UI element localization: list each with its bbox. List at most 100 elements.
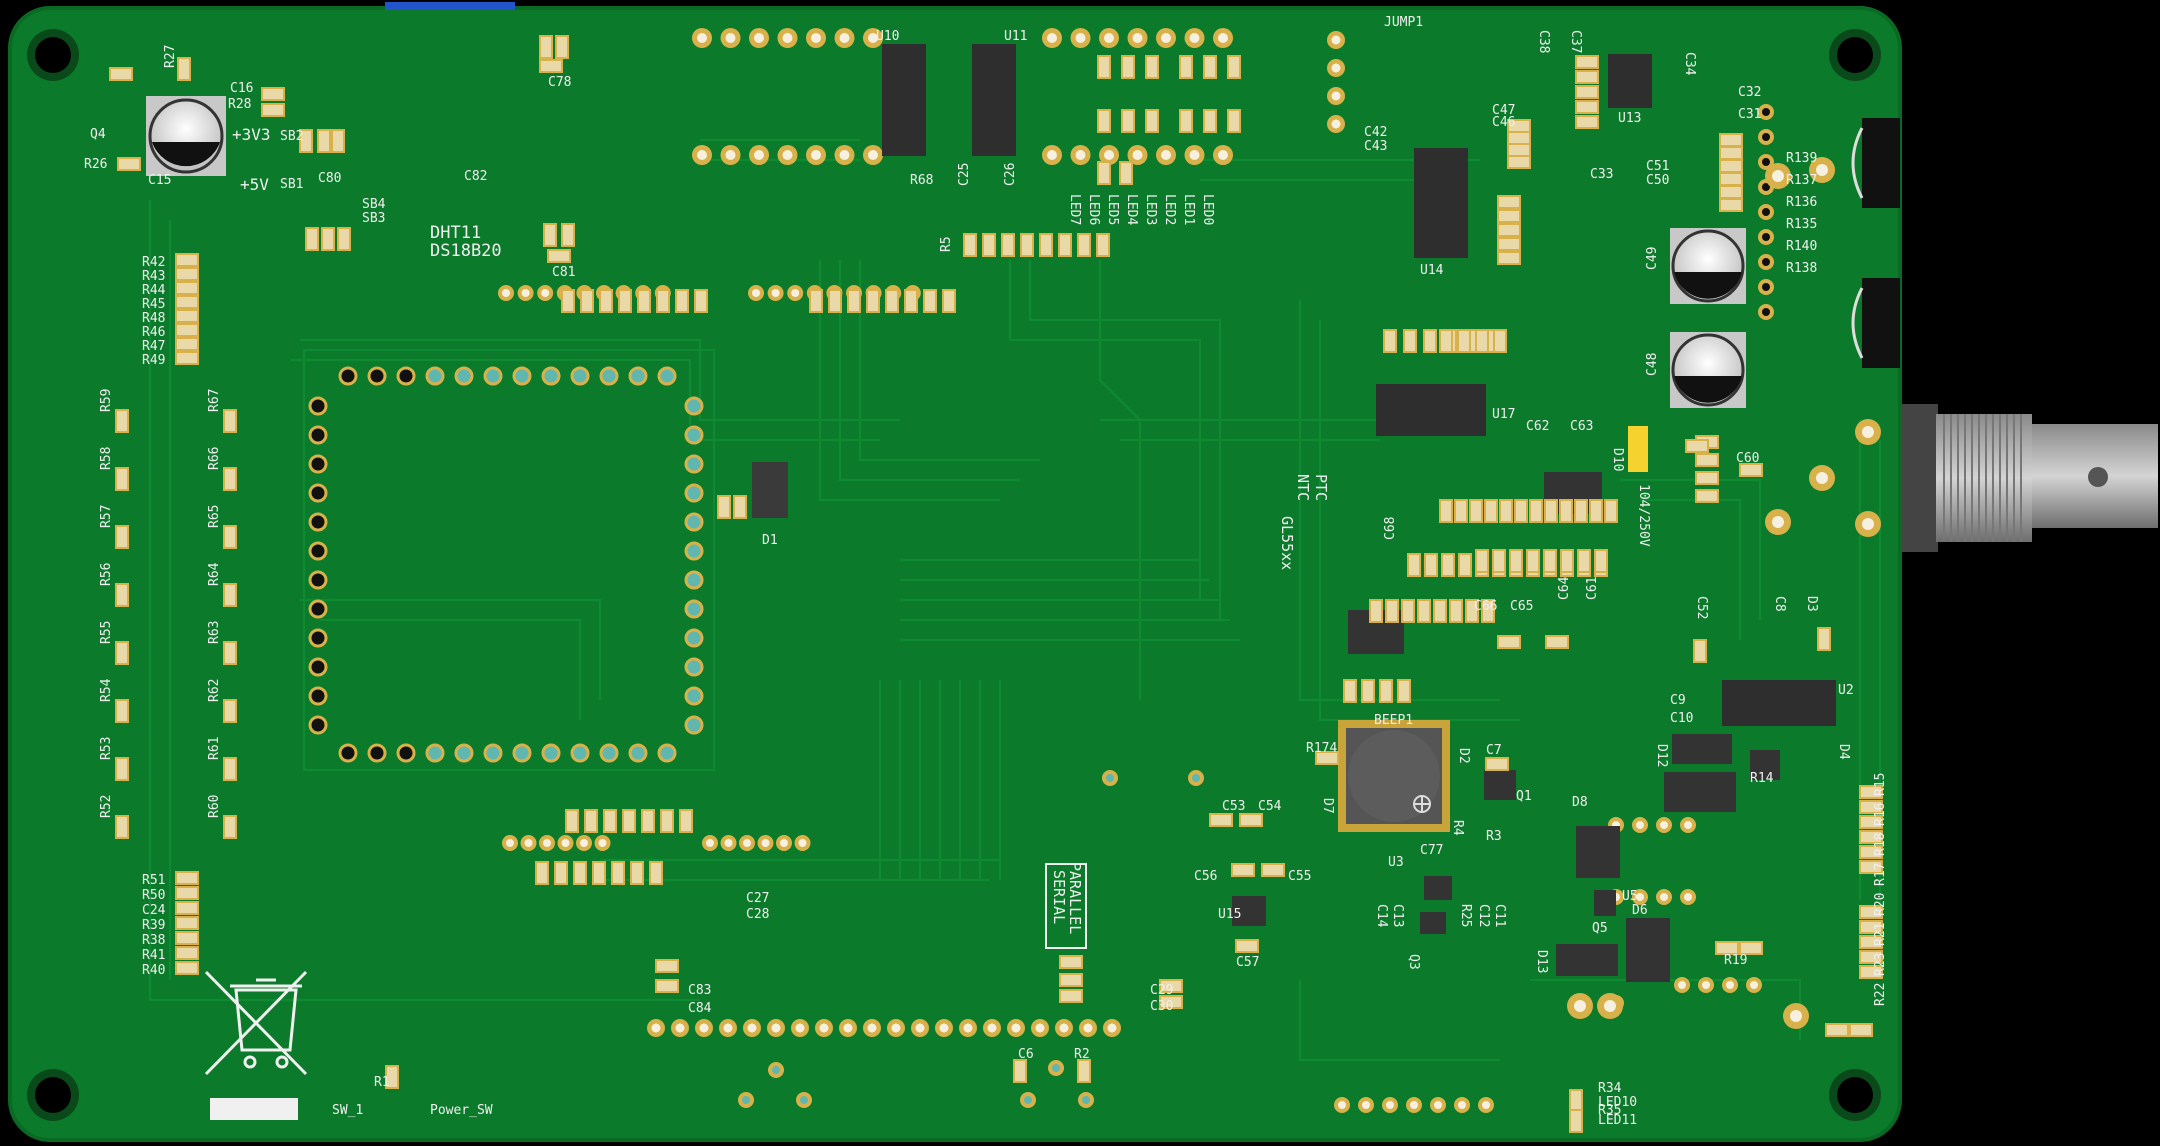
label-r35: R35 — [1598, 1103, 1621, 1118]
label-c56: C56 — [1194, 869, 1217, 884]
label-d2: D2 — [1456, 748, 1471, 764]
label-q4: Q4 — [90, 127, 106, 142]
label-c27: C27 — [746, 891, 769, 906]
label-r65: R65 — [207, 505, 222, 528]
q5-chip — [1594, 890, 1616, 916]
label-c54: C54 — [1258, 799, 1282, 814]
label-r41: R41 — [142, 948, 165, 963]
label-c26: C26 — [1003, 163, 1018, 186]
label-d7: D7 — [1320, 798, 1335, 814]
label-c68: C68 — [1383, 517, 1398, 540]
label-r56: R56 — [99, 563, 114, 586]
d5-chip — [1664, 772, 1736, 812]
label-u3: U3 — [1388, 855, 1404, 870]
label-r39: R39 — [142, 918, 165, 933]
u15-chip — [1232, 896, 1266, 926]
label-r20: R20 — [1873, 893, 1888, 916]
serial-parallel-box — [1045, 863, 1087, 949]
label-r28: R28 — [228, 97, 251, 112]
label-d13: D13 — [1534, 950, 1549, 973]
label-q1: Q1 — [1516, 789, 1532, 804]
label-led6: LED6 — [1086, 194, 1101, 225]
wifi-module-footprint — [303, 349, 715, 771]
label-c33: C33 — [1590, 167, 1613, 182]
label-r139: R139 — [1786, 151, 1817, 166]
weee-bin-icon — [204, 970, 308, 1076]
label-c25: C25 — [957, 163, 972, 186]
label-r66: R66 — [207, 447, 222, 470]
label-r2: R2 — [1074, 1047, 1090, 1062]
label-c60: C60 — [1736, 451, 1759, 466]
label-c47: C47 — [1492, 103, 1515, 118]
label-u13: U13 — [1618, 111, 1641, 126]
led-d10 — [1628, 426, 1648, 472]
label-ntc: NTC — [1294, 474, 1312, 501]
label-r22: R22 — [1873, 983, 1888, 1006]
label-r25: R25 — [1458, 904, 1473, 927]
label-c48: C48 — [1645, 353, 1660, 376]
label-r40: R40 — [142, 963, 165, 978]
pcb-board — [8, 6, 1902, 1142]
usb-tab — [385, 2, 515, 10]
label-c6: C6 — [1018, 1047, 1034, 1062]
label-c10: C10 — [1670, 711, 1693, 726]
q3-chip — [1420, 912, 1446, 934]
label-r52: R52 — [99, 795, 114, 818]
label-c42: C42 — [1364, 125, 1387, 140]
label-d8: D8 — [1572, 795, 1588, 810]
d13-chip — [1556, 944, 1618, 976]
label-dht11: DHT11 — [430, 223, 481, 243]
label-r136: R136 — [1786, 195, 1817, 210]
label-d3: D3 — [1804, 596, 1819, 612]
label-r38: R38 — [142, 933, 165, 948]
label-u10: U10 — [876, 29, 899, 44]
u2-chip — [1722, 680, 1836, 726]
label-c50: C50 — [1646, 173, 1669, 188]
label-cap-rating: 104/250V — [1636, 484, 1651, 547]
label-r63: R63 — [207, 621, 222, 644]
label-r44: R44 — [142, 283, 166, 298]
d6-chip — [1626, 918, 1670, 982]
bnc-connector — [1902, 404, 2158, 552]
silkscreen-labels: JUMP1 DHT11 DS18B20 +3V3 +5V SB2 SB1 SB4… — [84, 15, 1854, 1128]
label-c62: C62 — [1526, 419, 1549, 434]
label-c46: C46 — [1492, 115, 1515, 130]
label-5v: +5V — [240, 175, 269, 194]
label-r140: R140 — [1786, 239, 1817, 254]
label-r53: R53 — [99, 737, 114, 760]
label-jump1: JUMP1 — [1384, 15, 1423, 30]
label-c63: C63 — [1570, 419, 1593, 434]
label-c31: C31 — [1738, 107, 1761, 122]
label-led0: LED0 — [1200, 194, 1215, 225]
label-c14: C14 — [1374, 904, 1389, 928]
label-c55: C55 — [1288, 869, 1311, 884]
label-d12: D12 — [1654, 744, 1669, 767]
label-u14: U14 — [1420, 263, 1444, 278]
label-r4: R4 — [1450, 820, 1465, 836]
label-r51: R51 — [142, 873, 165, 888]
label-r14: R14 — [1750, 771, 1774, 786]
label-c83: C83 — [688, 983, 711, 998]
label-r62: R62 — [207, 679, 222, 702]
label-r17: R17 — [1873, 863, 1888, 886]
mounting-holes — [27, 29, 1881, 1121]
label-c57: C57 — [1236, 955, 1259, 970]
r14-chip — [1750, 750, 1780, 780]
label-r16: R16 — [1873, 803, 1888, 826]
label-d10: D10 — [1610, 448, 1625, 471]
label-r18: R18 — [1873, 833, 1888, 856]
silkscreen-label-rows: R42R43R44R45R48R46R47R49R51R50C24R39R38R… — [99, 151, 1888, 1006]
label-c24: C24 — [142, 903, 166, 918]
label-led7: LED7 — [1067, 194, 1082, 225]
label-r67: R67 — [207, 389, 222, 412]
label-r50: R50 — [142, 888, 165, 903]
label-q3: Q3 — [1406, 954, 1421, 970]
label-led4: LED4 — [1124, 194, 1139, 225]
label-beep1: BEEP1 — [1374, 713, 1413, 728]
label-parallel: PARALLEL — [1066, 862, 1084, 934]
smd-passives — [109, 35, 1883, 1133]
label-c29: C29 — [1150, 983, 1173, 998]
label-ptc: PTC — [1312, 474, 1330, 501]
label-sb4: SB4 — [362, 197, 386, 212]
q1-chip — [1484, 770, 1516, 800]
